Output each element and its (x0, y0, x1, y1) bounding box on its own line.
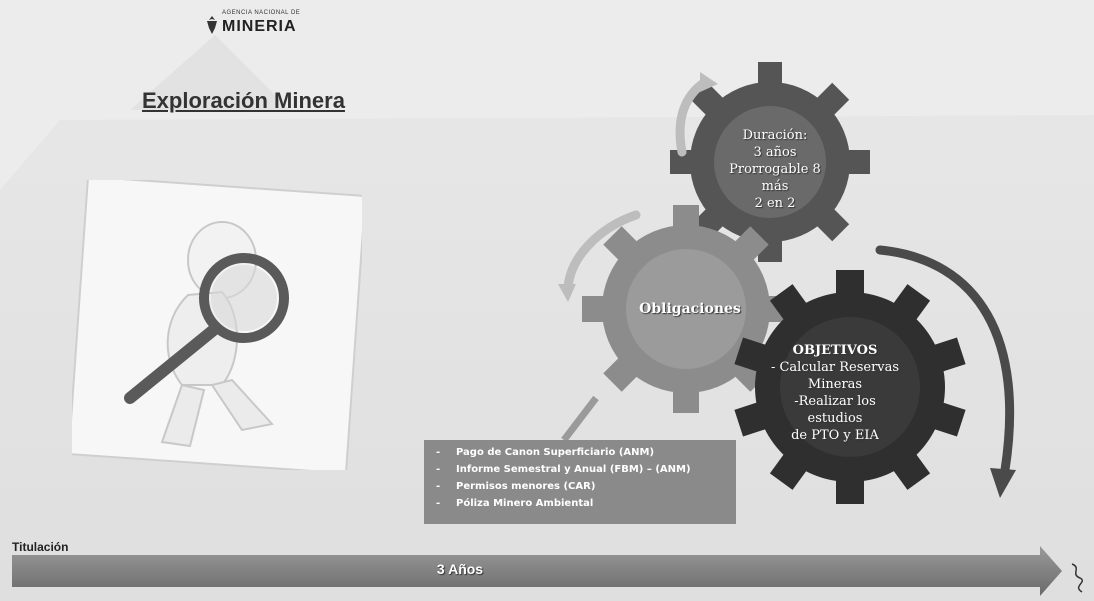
duration-line: Duración: (742, 128, 808, 143)
gear-duration-icon (670, 62, 870, 262)
agency-logo: AGENCIA NACIONAL DE MINERIA (198, 8, 338, 42)
objectives-line: de PTO y EIA (791, 428, 879, 443)
logo-subtitle: AGENCIA NACIONAL DE (222, 10, 301, 16)
obligations-list-box: - Pago de Canon Superficiario (ANM) - Info… (424, 440, 736, 524)
handwritten-signature-icon (1071, 563, 1084, 593)
magnifier-figure-image (72, 180, 362, 470)
slide-title: Exploración Minera (142, 88, 345, 113)
obligation-text: Pago de Canon Superficiario (ANM) (456, 447, 655, 458)
bullet: - (436, 447, 441, 458)
bullet: - (436, 481, 441, 492)
timeline-duration: 3 Años (436, 561, 484, 577)
duration-line: 2 en 2 (754, 196, 796, 211)
obligations-label: Obligaciones (639, 301, 741, 317)
bullet: - (436, 464, 441, 475)
logo-name: MINERIA (222, 18, 297, 35)
objectives-line: Mineras (807, 377, 863, 392)
cycle-arrows (558, 72, 1016, 498)
objectives-line: -Realizar los estudios (794, 394, 876, 426)
timeline-arrow (12, 546, 1062, 596)
objectives-label: OBJETIVOS - Calcular Reservas Mineras -R… (770, 342, 900, 444)
obligation-item: - Informe Semestral y Anual (FBM) – (ANM) (436, 461, 736, 478)
gear-objectives-icon (734, 270, 966, 504)
obligation-item: - Póliza Minero Ambiental (436, 495, 736, 512)
obligations-list: - Pago de Canon Superficiario (ANM) - Info… (424, 440, 736, 512)
gear-obligations-icon (582, 205, 790, 413)
connector-line (561, 395, 599, 443)
logo-emblem-icon (207, 16, 217, 34)
bullet: - (436, 498, 441, 509)
duration-line: 3 años (753, 145, 797, 160)
obligation-item: - Permisos menores (CAR) (436, 478, 736, 495)
obligation-item: - Pago de Canon Superficiario (ANM) (436, 444, 736, 461)
objectives-line: - Calcular Reservas (770, 360, 900, 375)
obligation-text: Permisos menores (CAR) (456, 481, 596, 492)
obligation-text: Informe Semestral y Anual (FBM) – (ANM) (456, 464, 691, 475)
duration-line: Prorrogable 8 más (729, 162, 821, 194)
timeline-label: Titulación (12, 540, 69, 554)
obligation-text: Póliza Minero Ambiental (456, 498, 594, 509)
objectives-heading: OBJETIVOS (792, 343, 878, 358)
duration-label: Duración: 3 años Prorrogable 8 más 2 en … (720, 127, 830, 212)
